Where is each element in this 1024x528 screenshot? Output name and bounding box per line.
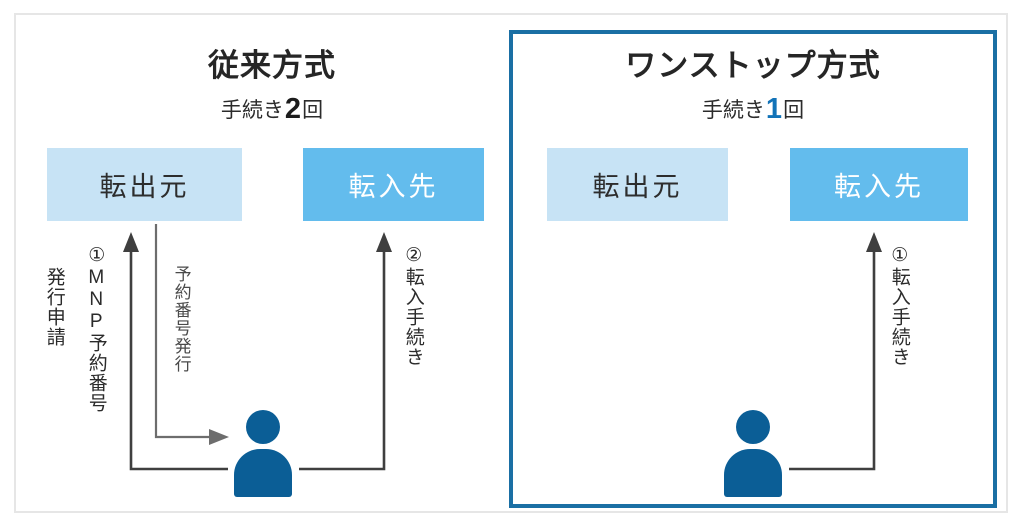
panel-subtitle-conventional: 手続き2回 <box>128 93 416 126</box>
step-marker-2: ② <box>402 244 424 267</box>
subtitle-count: 2 <box>284 93 302 125</box>
subtitle-suffix: 回 <box>302 99 324 122</box>
box-dest-conventional: 転入先 <box>303 148 484 221</box>
subtitle-prefix: 手続き <box>701 99 765 122</box>
panel-title-conventional: 従来方式 <box>208 48 336 83</box>
person-body <box>234 449 292 497</box>
box-dest-onestop: 転入先 <box>790 148 968 221</box>
step-text-transfer-in: 転入手続き <box>402 267 424 367</box>
step-label-transfer-in-onestop: ①転入手続き <box>888 244 910 367</box>
step-text-transfer-in: 転入手続き <box>888 267 910 367</box>
person-body <box>724 449 782 497</box>
person-head <box>246 410 280 444</box>
step-marker-1: ① <box>85 244 107 267</box>
step-label-mnp-request: ①MNP予約番号 <box>85 244 107 413</box>
step-label-number-issued: 予約番号発行 <box>171 265 191 373</box>
subtitle-suffix: 回 <box>783 99 805 122</box>
box-source-conventional: 転出元 <box>47 148 242 221</box>
subtitle-prefix: 手続き <box>220 99 284 122</box>
user-person-icon-onestop <box>722 410 784 500</box>
step-text-mnp: MNP予約番号 <box>85 267 107 413</box>
box-source-onestop: 転出元 <box>547 148 728 221</box>
panel-title-onestop: ワンストップ方式 <box>625 48 881 83</box>
step-label-transfer-in-conventional: ②転入手続き <box>402 244 424 367</box>
person-head <box>736 410 770 444</box>
step-marker-1: ① <box>888 244 910 267</box>
panel-subtitle-onestop: 手続き1回 <box>609 93 897 126</box>
subtitle-count: 1 <box>765 93 783 125</box>
user-person-icon-conventional <box>232 410 294 500</box>
step-sublabel-issue-request: 発行申請 <box>43 267 65 347</box>
